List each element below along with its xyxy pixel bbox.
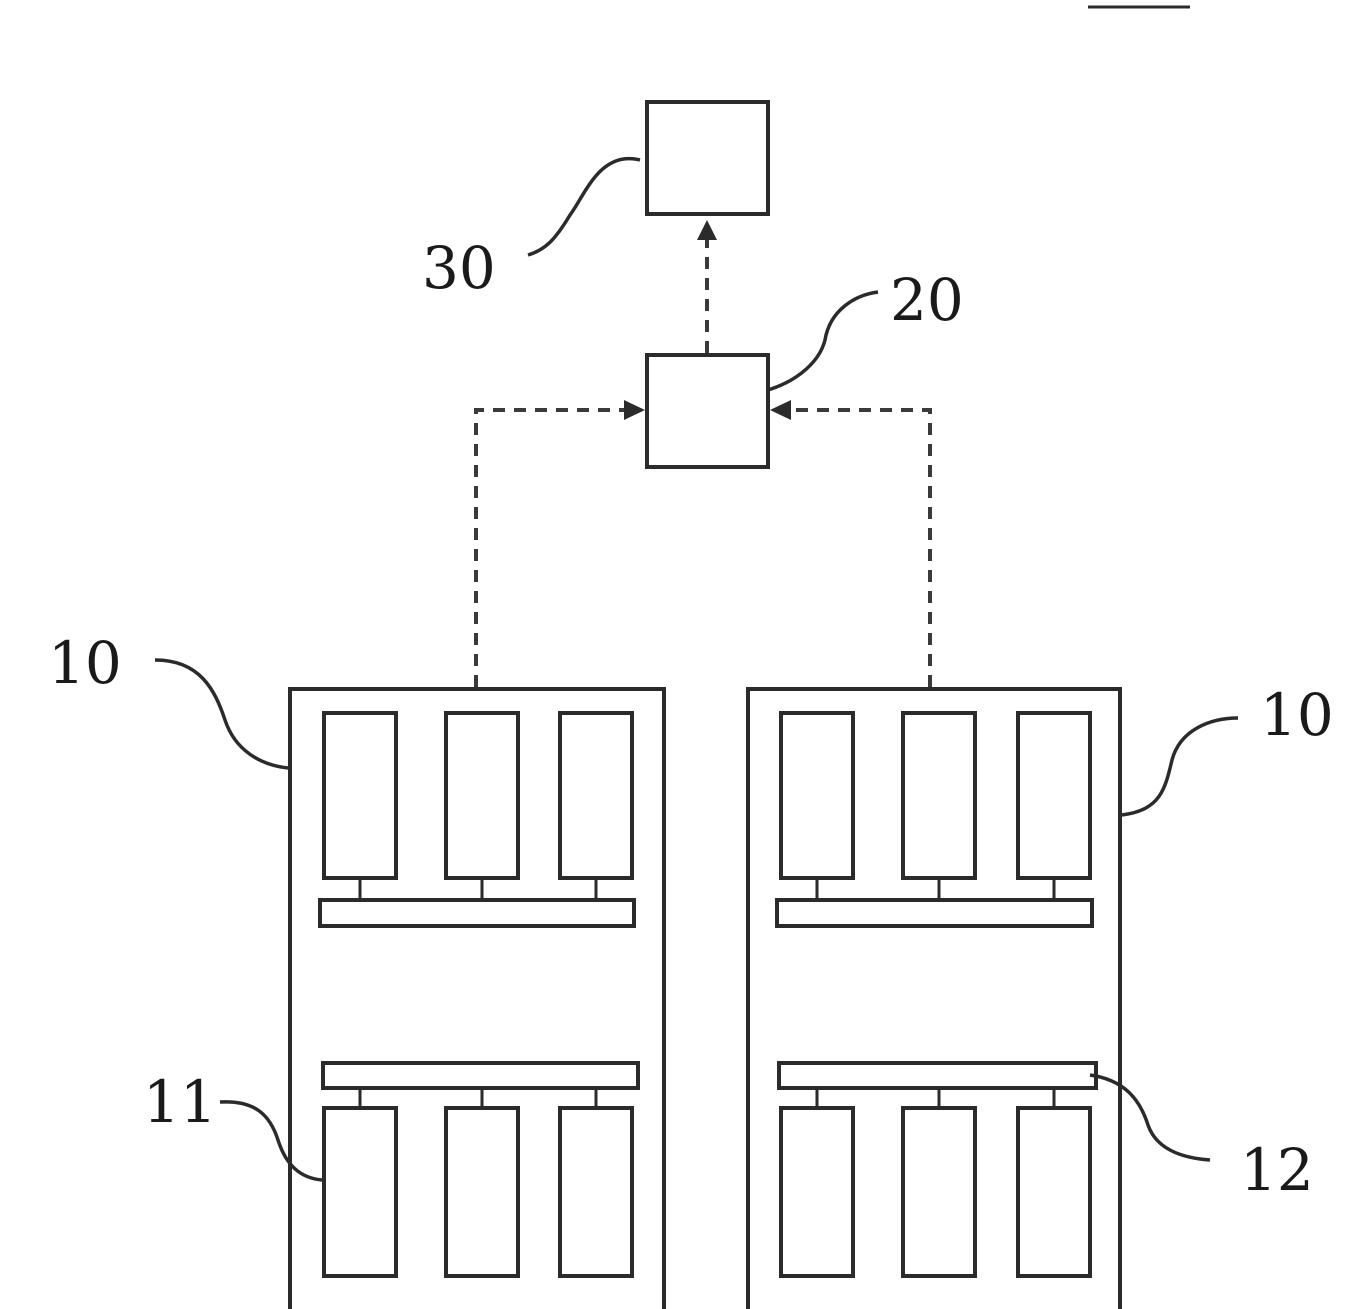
cell-right-bottom-2 bbox=[903, 1108, 975, 1276]
cell-right-bottom-1 bbox=[781, 1108, 853, 1276]
link-left-cabinet-to-20 bbox=[476, 410, 624, 687]
cabinet-left bbox=[290, 689, 664, 1309]
leader-20 bbox=[768, 292, 878, 390]
cell-left-bottom-3 bbox=[560, 1108, 632, 1276]
leader-30 bbox=[528, 159, 640, 255]
label-20: 20 bbox=[890, 266, 964, 334]
leader-11 bbox=[220, 1102, 322, 1180]
cell-left-top-3 bbox=[560, 713, 632, 878]
cell-right-top-1 bbox=[781, 713, 853, 878]
arrow-into-30 bbox=[697, 220, 717, 240]
arrow-into-20-left bbox=[624, 400, 645, 420]
label-12: 12 bbox=[1240, 1136, 1314, 1204]
unit-30-box bbox=[647, 102, 768, 214]
bus-left-bottom bbox=[323, 1063, 638, 1088]
bus-left-top bbox=[320, 900, 634, 926]
label-10-left: 10 bbox=[48, 629, 122, 697]
cabinet-left-frame bbox=[290, 689, 664, 1309]
label-30: 30 bbox=[422, 234, 496, 302]
cell-left-bottom-2 bbox=[446, 1108, 518, 1276]
bus-right-top bbox=[777, 900, 1092, 926]
cabinet-right bbox=[748, 689, 1120, 1309]
leader-10-right bbox=[1122, 718, 1238, 815]
label-11: 11 bbox=[143, 1068, 217, 1136]
cell-left-top-1 bbox=[324, 713, 396, 878]
cell-left-top-2 bbox=[446, 713, 518, 878]
arrow-into-20-right bbox=[770, 400, 791, 420]
cell-right-top-3 bbox=[1018, 713, 1090, 878]
label-10-right: 10 bbox=[1260, 681, 1334, 749]
cell-right-top-2 bbox=[903, 713, 975, 878]
cell-right-bottom-3 bbox=[1018, 1108, 1090, 1276]
cell-left-bottom-1 bbox=[324, 1108, 396, 1276]
unit-20-box bbox=[647, 355, 768, 467]
leader-12 bbox=[1090, 1075, 1210, 1160]
cabinet-right-frame bbox=[748, 689, 1120, 1309]
leader-10-left bbox=[155, 660, 288, 768]
bus-right-bottom bbox=[779, 1063, 1096, 1088]
link-right-cabinet-to-20 bbox=[791, 410, 930, 687]
